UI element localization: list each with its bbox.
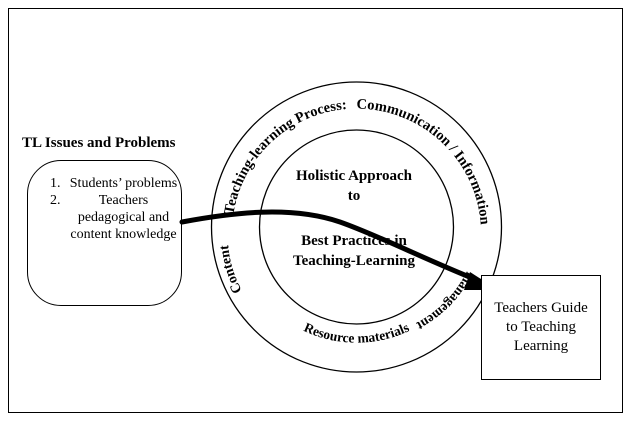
issues-list: 1. Students’ problems 2. Teachers pedago… — [50, 175, 180, 243]
issue-number: 1. — [50, 176, 61, 191]
output-text: Teachers Guide to Teaching Learning — [494, 300, 588, 354]
inner-circle — [258, 129, 455, 325]
flow-arrow — [179, 209, 490, 287]
issue-item-teachers: 2. Teachers pedagogical and content know… — [50, 192, 180, 243]
center-text-bottom: Best Practices in Teaching-Learning — [293, 233, 415, 269]
issues-title: TL Issues and Problems — [22, 135, 176, 151]
issue-text: Teachers pedagogical and content knowled… — [70, 193, 177, 242]
outer-ring-circle — [210, 81, 503, 373]
issue-number: 2. — [50, 193, 61, 208]
issues-box — [27, 160, 182, 306]
ring-label-content-text: Content — [217, 244, 245, 296]
output-box: Teachers Guide to Teaching Learning — [481, 275, 601, 380]
center-text-top: Holistic Approach to — [296, 168, 412, 204]
ring-label-content: Content — [217, 244, 245, 296]
issue-item-students: 1. Students’ problems — [50, 175, 180, 192]
issue-text: Students’ problems — [69, 176, 178, 191]
